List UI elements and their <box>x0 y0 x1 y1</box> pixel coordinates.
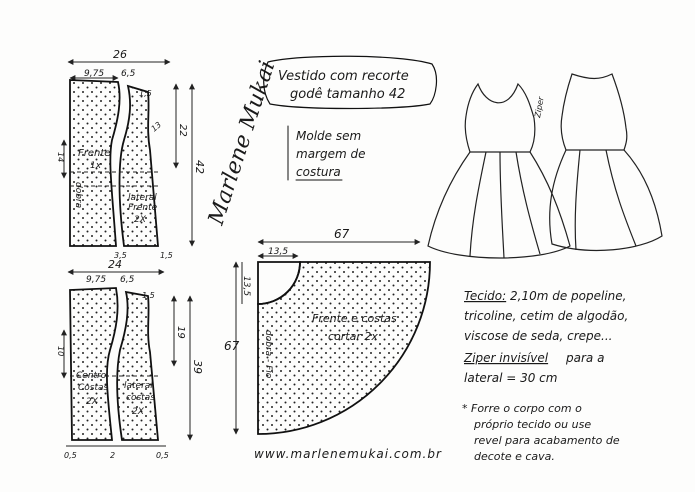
materials-zipper-label: Ziper invisível <box>463 351 549 365</box>
note-block: Molde sem margem de costura <box>287 125 365 181</box>
back-height-right: 19 <box>175 326 186 339</box>
materials-line-3: viscose de seda, crepe... <box>464 329 612 343</box>
title-line-2: godê tamanho 42 <box>290 87 405 102</box>
back-side-label-1: lateral <box>124 381 153 391</box>
front-center-label: Frente <box>78 148 110 159</box>
materials-block: Tecido: 2,10m de popeline, tricoline, ce… <box>462 289 628 463</box>
materials-line-4: para a <box>565 351 604 365</box>
back-bottom-center: 2 <box>110 451 115 460</box>
website-url[interactable]: www.marlenemukai.com.br <box>254 447 442 461</box>
dress-back-bodice <box>560 73 628 151</box>
front-side-label-1: lateral <box>128 193 157 203</box>
footnote-line-3: revel para acabamento de <box>474 434 620 447</box>
front-height-right: 22 <box>177 124 188 137</box>
front-height-total: 42 <box>193 160 206 174</box>
back-center-piece <box>69 287 119 441</box>
dress-back-skirt <box>549 149 663 252</box>
materials-line-5: lateral = 30 cm <box>464 371 557 385</box>
skirt-piece <box>257 261 431 435</box>
front-bottom-right: 1,5 <box>160 251 173 260</box>
skirt-waist-radius: 13,5 <box>268 247 288 257</box>
back-center-qty: 2X <box>86 397 99 407</box>
front-center-qty: 1x <box>90 161 102 171</box>
back-bottom-left: 0,5 <box>64 451 77 460</box>
dress-front-skirt <box>427 151 571 259</box>
front-shoulder-gap: 6,5 <box>121 69 136 79</box>
back-bottom-right: 0,5 <box>156 451 169 460</box>
dress-zipper-label: Ziper <box>533 95 546 119</box>
back-center-label-1: Centro <box>76 371 107 381</box>
dress-sketch: Ziper <box>427 73 663 259</box>
back-side-piece <box>116 290 159 441</box>
title-outline <box>263 55 438 110</box>
footnote-line-1: * Forre o corpo com o <box>462 402 582 415</box>
skirt-waist-drop: 13,5 <box>241 276 251 296</box>
materials-fabric-label: Tecido: <box>464 289 506 303</box>
front-side-qty: 2X <box>134 215 147 225</box>
front-width-top: 26 <box>113 48 127 61</box>
front-fold: dobra <box>73 182 83 208</box>
dress-front-bodice <box>464 82 536 153</box>
materials-line-2: tricoline, cetim de algodão, <box>464 309 628 323</box>
front-center-piece <box>69 79 121 247</box>
front-side-piece <box>118 84 159 247</box>
skirt-pattern: 67 13,5 13,5 67 Frente e costas cortar 2… <box>224 227 431 435</box>
title-line-1: Vestido com recorte <box>278 69 409 84</box>
back-side-label-2: costas <box>126 393 155 403</box>
front-armhole: 13 <box>150 120 164 133</box>
back-height-total: 39 <box>191 360 204 374</box>
skirt-label-2: cortar 2x <box>328 330 378 343</box>
front-bodice-pattern: 26 9,75 6,5 1,5 13 22 42 14 Frente 1x do… <box>56 48 206 260</box>
back-width-top: 24 <box>108 258 122 271</box>
back-bodice-pattern: 24 9,75 6,5 1,5 19 39 10 Centro Costas 2… <box>56 258 204 460</box>
back-side-qty: 2X <box>132 407 145 417</box>
materials-line-1: 2,10m de popeline, <box>510 289 626 303</box>
footnote-line-4: decote e cava. <box>474 450 555 463</box>
front-bottom-center: 3,5 <box>114 251 127 260</box>
back-left-height: 10 <box>56 346 65 356</box>
skirt-fold: dobra - Fio <box>263 330 273 379</box>
dress-back-folds <box>574 149 637 251</box>
front-left-height: 14 <box>56 152 65 162</box>
front-neck: 9,75 <box>84 69 104 79</box>
note-line-1: Molde sem <box>296 129 361 143</box>
title-block: Vestido com recorte godê tamanho 42 <box>263 55 438 110</box>
back-shoulder-gap: 6,5 <box>120 275 135 285</box>
note-line-3: costura <box>296 165 341 179</box>
note-line-2: margem de <box>296 147 365 161</box>
dress-front-folds <box>469 151 541 259</box>
skirt-width: 67 <box>334 227 350 241</box>
front-side-label-2: Frente <box>128 203 158 213</box>
signature: Marlene Mukai <box>204 58 281 229</box>
footnote-line-2: próprio tecido ou use <box>473 418 591 431</box>
skirt-label-1: Frente e costas <box>312 312 397 325</box>
skirt-height: 67 <box>224 339 240 353</box>
back-neck: 9,75 <box>86 275 106 285</box>
back-center-label-2: Costas <box>78 383 109 393</box>
